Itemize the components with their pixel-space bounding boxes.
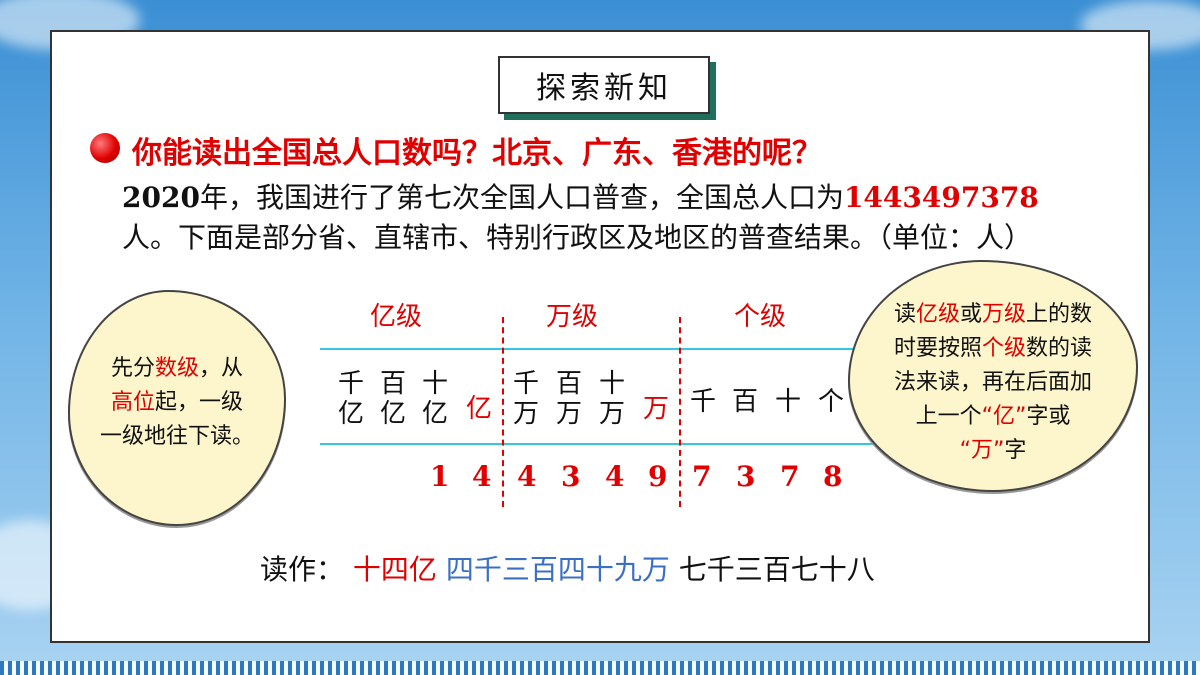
divider-yi-wan	[502, 317, 504, 507]
place-char: 万	[598, 399, 625, 429]
red-bullet-icon	[90, 133, 120, 163]
place-char: 万	[555, 399, 582, 429]
table-bottom-line	[320, 443, 900, 445]
left-tip-text: 先分数级，从 高位起，一级 一级地往下读。	[74, 352, 280, 454]
digit: 7	[780, 460, 800, 493]
page-title: 探索新知	[536, 71, 672, 106]
divider-wan-ge	[679, 317, 681, 507]
tip-line: “万”字	[959, 438, 1027, 463]
place-char: 亿	[421, 399, 448, 429]
para-text-1: 年，我国进行了第七次全国人口普查，全国总人口为	[199, 181, 844, 214]
place-bai-wan: 百万	[554, 369, 584, 429]
level-label-wan: 万级	[546, 302, 599, 332]
tip-line: 先分数级，从	[110, 356, 244, 381]
right-tip-text: 读亿级或万级上的数 时要按照个级数的读 法来读，再在后面加 上一个“亿”字或 “…	[858, 298, 1128, 468]
place-qian: 千	[689, 387, 716, 417]
population-number: 1443497378	[843, 181, 1039, 214]
place-char: 万	[512, 399, 539, 429]
place-shi-wan: 十万	[597, 369, 627, 429]
digit: 1	[430, 460, 450, 493]
place-shi: 十	[774, 387, 801, 417]
slide-panel: 探索新知 你能读出全国总人口数吗？北京、广东、香港的呢？ 2020年，我国进行了…	[50, 30, 1150, 643]
table-top-line	[320, 348, 900, 350]
para-text-2: 人。下面是部分省、直辖市、特别行政区及地区的普查结果。（单位：人）	[122, 221, 1033, 254]
place-char: 亿	[337, 399, 364, 429]
place-ge: 个	[817, 387, 844, 417]
digit: 3	[736, 460, 756, 493]
tip-line: 高位起，一级	[110, 390, 244, 415]
question-text: 你能读出全国总人口数吗？北京、广东、香港的呢？	[132, 136, 822, 171]
digit: 8	[823, 460, 843, 493]
tip-line: 上一个“亿”字或	[915, 404, 1071, 429]
place-char: 百	[379, 369, 406, 399]
tip-line: 法来读，再在后面加	[893, 370, 1092, 395]
place-char: 亿	[379, 399, 406, 429]
digit: 7	[692, 460, 712, 493]
place-char: 百	[555, 369, 582, 399]
level-label-yi: 亿级	[370, 302, 423, 332]
title-box: 探索新知	[498, 56, 710, 114]
reading-ge-part: 七千三百七十八	[678, 553, 875, 586]
place-bai: 百	[731, 387, 758, 417]
reading-line: 读作： 十四亿 四千三百四十九万 七千三百七十八	[260, 548, 875, 588]
digit: 4	[472, 460, 492, 493]
place-char: 千	[512, 369, 539, 399]
reading-wan-part: 四千三百四十九万	[445, 553, 670, 586]
place-shi-yi: 十亿	[420, 369, 450, 429]
tip-line: 一级地往下读。	[99, 424, 254, 449]
right-tip-cloud	[848, 260, 1138, 492]
tip-line: 读亿级或万级上的数	[893, 302, 1093, 327]
digit: 9	[648, 460, 668, 493]
year-text: 2020	[122, 181, 200, 214]
digit: 4	[517, 460, 537, 493]
place-wan-unit: 万	[643, 394, 670, 424]
intro-paragraph: 2020年，我国进行了第七次全国人口普查，全国总人口为1443497378 人。下…	[122, 178, 1082, 258]
digit: 4	[605, 460, 625, 493]
place-char: 十	[598, 369, 625, 399]
place-qian-wan: 千万	[511, 369, 541, 429]
place-yi-unit: 亿	[466, 394, 493, 424]
reading-yi-part: 十四亿	[352, 553, 437, 586]
bottom-stripe	[0, 661, 1200, 675]
left-tip-cloud	[68, 290, 286, 526]
place-bai-yi: 百亿	[378, 369, 408, 429]
digit: 3	[561, 460, 581, 493]
reading-label: 读作：	[260, 553, 345, 586]
tip-line: 时要按照个级数的读	[893, 336, 1093, 361]
place-char: 十	[421, 369, 448, 399]
place-char: 千	[337, 369, 364, 399]
level-label-ge: 个级	[734, 302, 787, 332]
place-qian-yi: 千亿	[336, 369, 366, 429]
